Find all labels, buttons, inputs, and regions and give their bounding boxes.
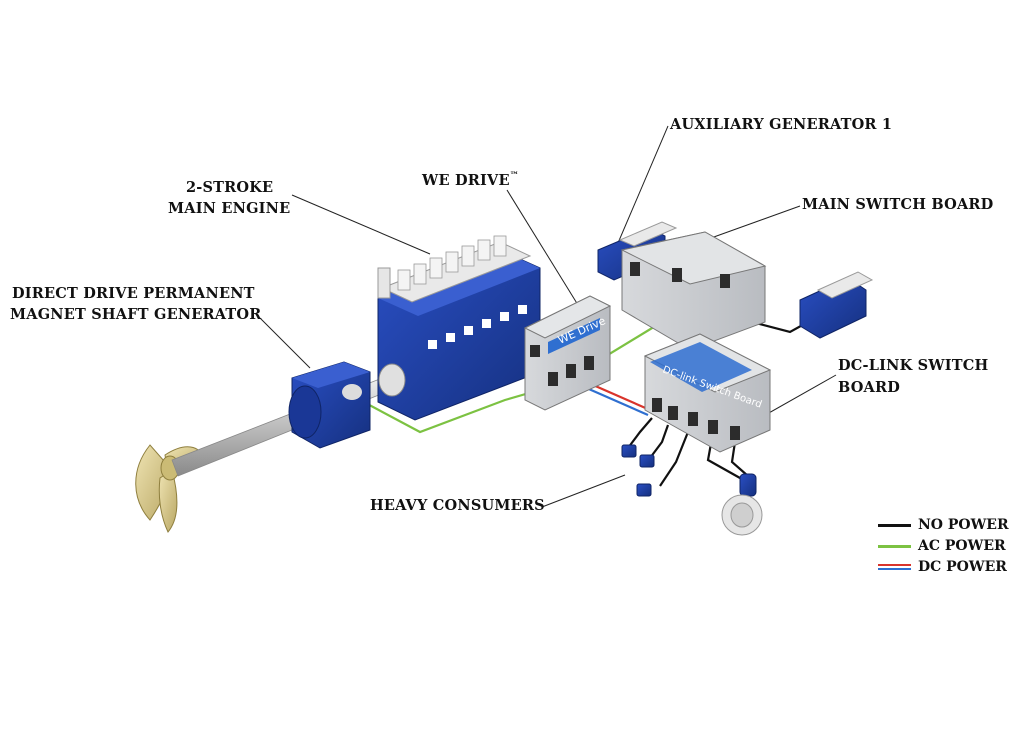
engine-windows [428,305,527,349]
label-shaft-gen-line2: MAGNET SHAFT GENERATOR [10,306,262,323]
label-we-drive-tm: ™ [509,171,519,181]
label-heavy-consumers: HEAVY CONSUMERS [370,497,545,514]
label-main-switch-board: MAIN SWITCH BOARD [802,196,994,213]
label-auxiliary-generator: AUXILIARY GENERATOR 1 [670,116,893,133]
dclink-switch-board: DC-link Switch Board [643,333,772,453]
label-engine-line1: 2-STROKE [186,179,274,196]
label-dclink-line1: DC-LINK SWITCH [838,357,989,374]
shaft-generator [288,361,371,449]
main-switch-board [620,231,767,351]
legend-no-power-label: NO POWER [918,517,1009,533]
we-drive-cabinet: WE Drive [523,295,612,411]
no-power-cables [627,320,809,487]
consumer-motor [621,444,655,497]
legend-dc-power-label: DC POWER [918,559,1007,575]
thruster [721,473,763,536]
leader-heavy [541,474,626,508]
leader-shaft-gen [259,317,311,369]
engine-cylinder-heads [397,235,507,291]
label-dclink-line2: BOARD [838,379,901,396]
legend-no-power-swatch [878,524,911,527]
leader-engine [291,194,431,255]
label-we-drive: WE DRIVE™ [422,170,519,191]
leader-we-drive [506,189,579,306]
legend-dc-power-swatch-blue [878,568,911,570]
leader-lines [259,125,837,508]
main-engine [377,235,541,421]
leader-dclink [759,374,837,419]
label-shaft-gen-line1: DIRECT DRIVE PERMANENT [12,285,255,302]
label-engine-line2: MAIN ENGINE [168,200,291,217]
legend-dc-power-swatch-red [878,564,911,566]
legend-ac-power-swatch [878,545,911,548]
auxiliary-generator-2 [799,271,874,339]
legend-ac-power-label: AC POWER [918,538,1006,554]
leader-aux-gen [617,125,669,244]
engine-exhaust [377,267,391,299]
label-we-drive-text: WE DRIVE [422,172,510,189]
heavy-consumers [621,444,763,536]
